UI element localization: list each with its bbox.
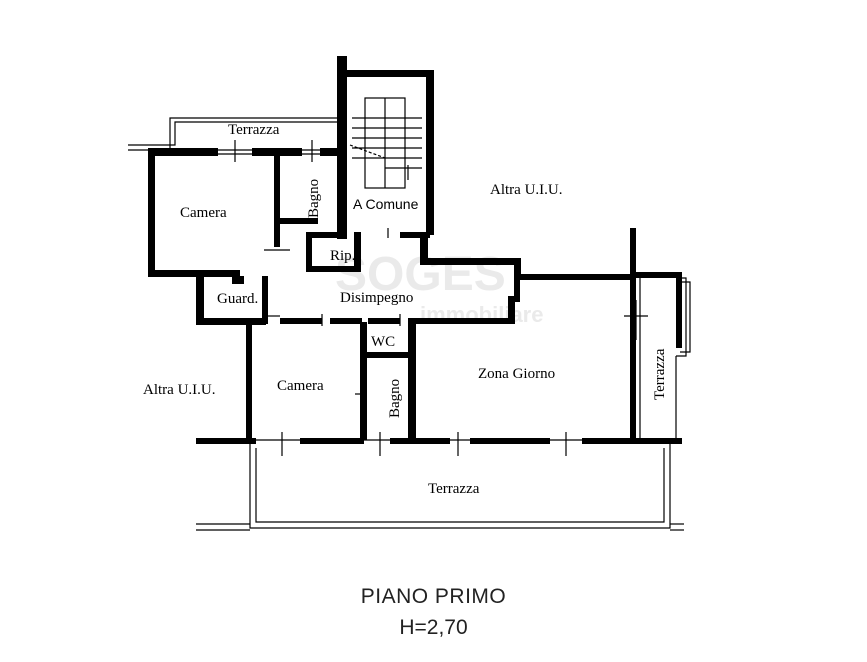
label-bagno-top: Bagno xyxy=(306,179,322,218)
label-camera-bottom: Camera xyxy=(277,378,324,394)
windows xyxy=(218,140,648,456)
label-altra-uiu-right: Altra U.I.U. xyxy=(490,182,562,198)
terrace-right xyxy=(639,277,691,444)
label-rip: Rip. xyxy=(330,248,355,264)
label-camera-top: Camera xyxy=(180,205,227,221)
height-caption: H=2,70 xyxy=(399,616,468,639)
terrace-bottom xyxy=(196,444,684,531)
floor-caption: PIANO PRIMO xyxy=(360,585,507,608)
label-terrazza-right: Terrazza xyxy=(652,348,668,400)
room-labels: Terrazza Camera Bagno A Comune Altra U.I… xyxy=(143,122,668,497)
label-zona-giorno: Zona Giorno xyxy=(478,366,555,382)
stair-core xyxy=(337,56,434,239)
label-bagno-bottom: Bagno xyxy=(387,379,403,418)
label-terrazza-bottom: Terrazza xyxy=(428,481,480,497)
label-a-comune: A Comune xyxy=(353,196,419,212)
label-altra-uiu-left: Altra U.I.U. xyxy=(143,382,215,398)
walls xyxy=(148,148,682,444)
label-disimpegno: Disimpegno xyxy=(340,290,413,306)
label-wc: WC xyxy=(371,334,395,350)
floor-plan: SOGES immobiliare xyxy=(128,56,691,531)
label-terrazza-top: Terrazza xyxy=(228,122,280,138)
label-guard: Guard. xyxy=(217,291,258,307)
